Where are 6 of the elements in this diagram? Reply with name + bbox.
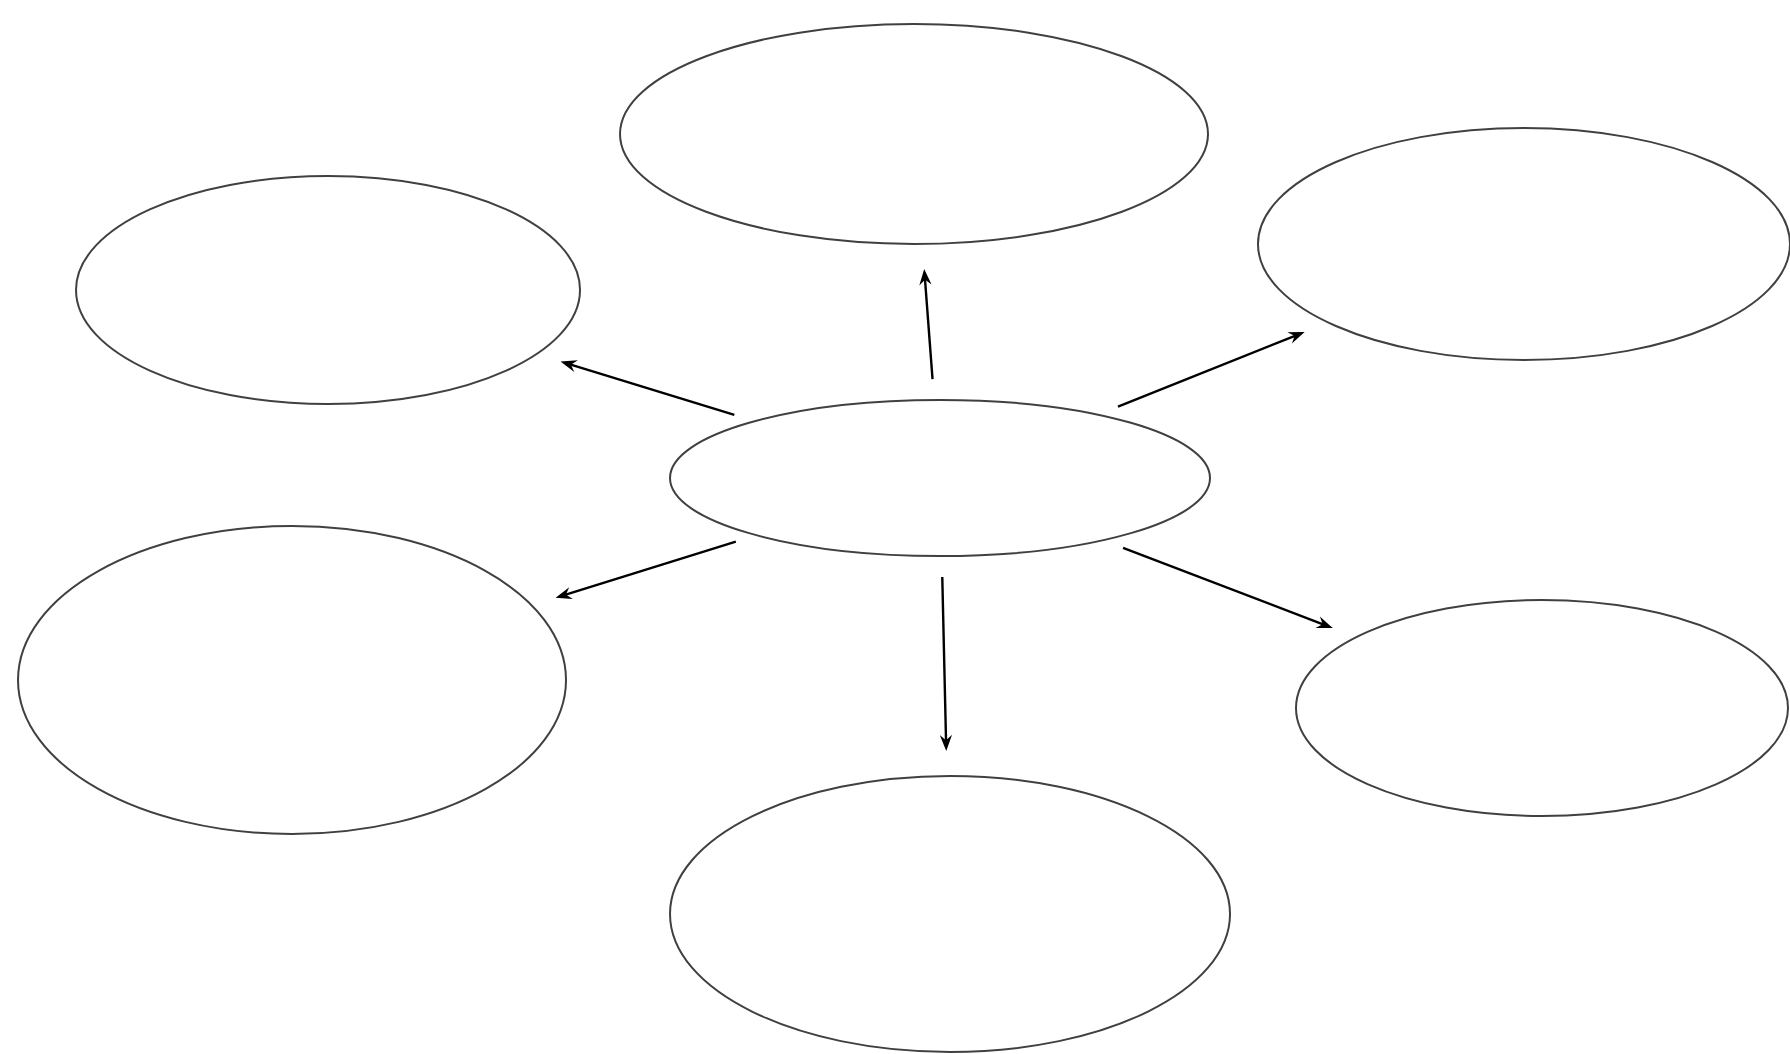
ellipse-node (669, 399, 1211, 557)
ellipse-node (1295, 599, 1789, 817)
ellipse-node (17, 525, 567, 835)
ellipse-node (619, 23, 1209, 245)
ellipse-node (669, 775, 1231, 1053)
ellipse-node (75, 175, 581, 405)
